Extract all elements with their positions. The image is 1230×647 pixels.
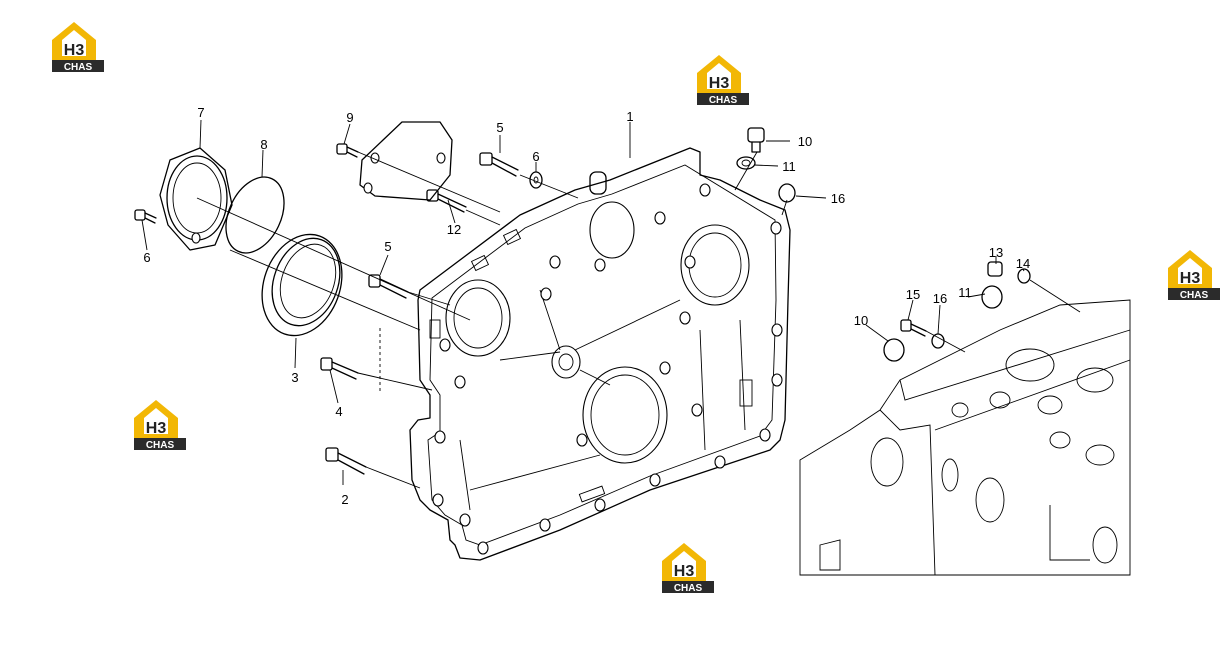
watermark-logo-5: H3 CHAS xyxy=(662,543,714,594)
bolt-15 xyxy=(900,319,927,337)
label-part-6-top: 6 xyxy=(532,149,539,164)
label-part-11-top: 11 xyxy=(782,159,796,174)
washer-14 xyxy=(1017,268,1031,284)
label-part-16-right: 16 xyxy=(933,291,947,306)
oil-seal xyxy=(261,233,343,337)
washer-11 xyxy=(736,156,756,170)
label-part-6-left: 6 xyxy=(143,250,150,265)
watermark-logo-2: H3 CHAS xyxy=(697,55,749,106)
bolt-12 xyxy=(426,189,467,213)
label-part-14: 14 xyxy=(1016,256,1030,271)
watermark-logo-1: H3 CHAS xyxy=(52,22,104,73)
label-part-10-top: 10 xyxy=(798,134,812,149)
svg-text:CHAS: CHAS xyxy=(674,583,703,594)
label-part-10-right: 10 xyxy=(854,313,868,328)
label-part-12: 12 xyxy=(447,222,461,237)
svg-text:CHAS: CHAS xyxy=(709,95,738,106)
bolt-4 xyxy=(320,357,359,380)
svg-text:H3: H3 xyxy=(1180,270,1201,287)
bolt-2 xyxy=(325,447,367,475)
seal-carrier-plate xyxy=(159,147,233,251)
timing-cover xyxy=(409,147,791,561)
leader-lines xyxy=(141,119,1025,485)
svg-text:H3: H3 xyxy=(674,563,695,580)
label-part-11-right: 11 xyxy=(958,285,972,300)
bolt-5-top xyxy=(479,152,519,177)
label-part-9: 9 xyxy=(346,110,353,125)
plug-10-right xyxy=(883,338,905,362)
label-part-5-top: 5 xyxy=(496,120,503,135)
bolt-13 xyxy=(987,261,1003,277)
label-part-4: 4 xyxy=(335,404,342,419)
cover-plate xyxy=(359,121,453,201)
watermark-logo-4: H3 CHAS xyxy=(134,400,186,451)
svg-text:H3: H3 xyxy=(709,75,730,92)
label-part-13: 13 xyxy=(989,245,1003,260)
svg-text:H3: H3 xyxy=(146,420,167,437)
o-ring xyxy=(225,176,285,254)
label-part-7: 7 xyxy=(197,105,204,120)
label-part-1: 1 xyxy=(626,109,633,124)
washer-16 xyxy=(931,333,945,349)
svg-text:CHAS: CHAS xyxy=(146,440,175,451)
svg-text:CHAS: CHAS xyxy=(64,62,93,73)
assembly-lines xyxy=(196,151,1081,489)
label-part-15: 15 xyxy=(906,287,920,302)
part-labels: 1 2 3 4 5 5 6 6 7 8 9 10 10 11 11 12 13 … xyxy=(143,105,1030,507)
plug-10 xyxy=(747,127,765,153)
svg-text:H3: H3 xyxy=(64,42,85,59)
plug-16 xyxy=(778,183,796,203)
svg-text:CHAS: CHAS xyxy=(1180,290,1209,301)
bolt-9 xyxy=(336,143,359,158)
watermark-logo-3: H3 CHAS xyxy=(1168,250,1220,301)
label-part-8: 8 xyxy=(260,137,267,152)
bolt-6-left xyxy=(134,209,157,224)
label-part-5-mid: 5 xyxy=(384,239,391,254)
engine-block xyxy=(799,299,1131,576)
bolt-5-mid xyxy=(368,274,409,299)
label-part-2: 2 xyxy=(341,492,348,507)
plug-11-right xyxy=(981,285,1003,309)
label-part-16-top: 16 xyxy=(831,191,845,206)
label-part-3: 3 xyxy=(291,370,298,385)
